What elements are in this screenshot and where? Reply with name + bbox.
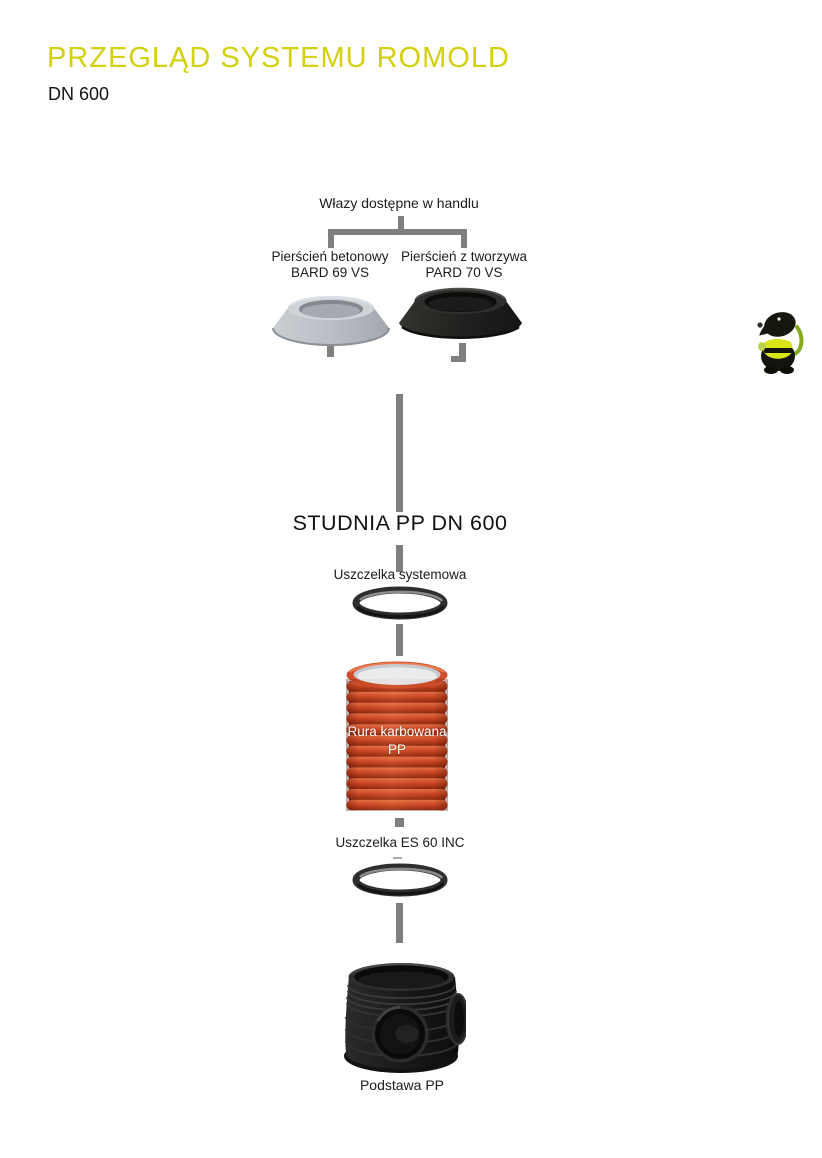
- system-gasket-label: Uszczelka systemowa: [333, 567, 467, 582]
- connector-segment-4: [396, 903, 403, 943]
- concrete-ring-image: [272, 287, 390, 349]
- plastic-ring-image: [398, 281, 523, 345]
- concrete-ring-name: Pierścień betonowy: [271, 249, 389, 264]
- connector-under-plastic-ring-vertical: [459, 343, 466, 362]
- pp-base-image: [338, 955, 466, 1077]
- pipe-label: Rura karbowana PP: [336, 723, 458, 759]
- mole-mascot-icon: [756, 299, 804, 375]
- connector-under-plastic-ring-foot: [451, 356, 466, 362]
- connector-left-drop: [328, 234, 334, 248]
- pipe-name: Rura karbowana: [347, 724, 447, 739]
- pipe-material: PP: [387, 742, 406, 757]
- page-subtitle: DN 600: [48, 84, 110, 104]
- page-title: PRZEGLĄD SYSTEMU ROMOLD: [47, 42, 510, 74]
- connector-stem: [398, 216, 404, 231]
- connector-dash: [393, 857, 402, 859]
- connector-main-line: [396, 394, 403, 512]
- concrete-ring-model: BARD 69 VS: [290, 265, 370, 280]
- connector-under-concrete-ring: [327, 346, 334, 357]
- plastic-ring-name: Pierścień z tworzywa: [400, 249, 528, 264]
- connector-segment-2: [396, 545, 403, 572]
- base-label: Podstawa PP: [359, 1077, 445, 1093]
- covers-available-label: Włazy dostępne w handlu: [319, 195, 479, 211]
- concrete-ring-label: Pierścień betonowy BARD 69 VS: [250, 249, 410, 281]
- connector-square: [395, 818, 404, 827]
- system-gasket-image: [352, 586, 448, 620]
- manhole-title: STUDNIA PP DN 600: [292, 511, 508, 535]
- plastic-ring-model: PARD 70 VS: [425, 265, 503, 280]
- connector-right-drop: [461, 234, 467, 248]
- es-gasket-label: Uszczelka ES 60 INC: [335, 835, 465, 850]
- es-gasket-image: [352, 863, 448, 897]
- plastic-ring-label: Pierścień z tworzywa PARD 70 VS: [384, 249, 544, 281]
- corrugated-pipe-image: [346, 661, 448, 811]
- connector-segment-3: [396, 624, 403, 656]
- connector-crossbar: [328, 229, 467, 235]
